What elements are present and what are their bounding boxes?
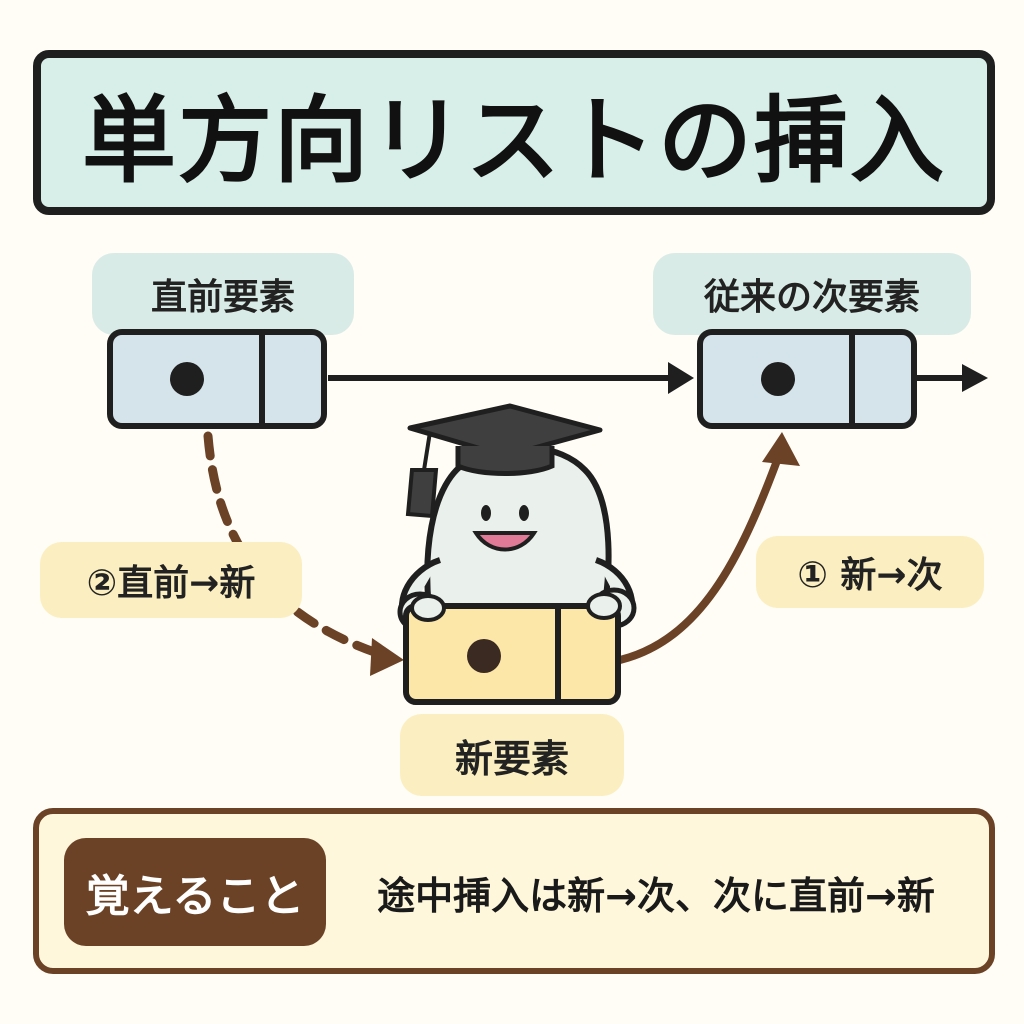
mascot-fingers — [410, 592, 622, 622]
prev-node-label: 直前要素 — [92, 253, 354, 335]
prev-node — [107, 329, 327, 429]
old-next-node — [697, 329, 917, 429]
link-next-onward-arrow — [916, 364, 988, 392]
step1-curved-arrow — [616, 432, 800, 664]
title-banner: 単方向リストの挿入 — [33, 50, 995, 215]
link-prev-to-next-arrow — [328, 362, 694, 394]
data-dot — [761, 362, 795, 396]
page-title: 単方向リストの挿入 — [81, 86, 946, 196]
new-node-label: 新要素 — [400, 714, 624, 796]
memo-text: 途中挿入は新→次、次に直前→新 — [377, 873, 935, 918]
step1-label: ① 新→次 — [756, 536, 984, 608]
new-node — [403, 603, 621, 705]
data-dot — [467, 639, 501, 673]
data-dot — [170, 362, 204, 396]
old-next-node-label: 従来の次要素 — [653, 253, 971, 335]
step2-label: ②直前→新 — [40, 542, 302, 618]
graduation-cap-icon — [405, 403, 603, 519]
memo-tag: 覚えること — [64, 838, 326, 946]
